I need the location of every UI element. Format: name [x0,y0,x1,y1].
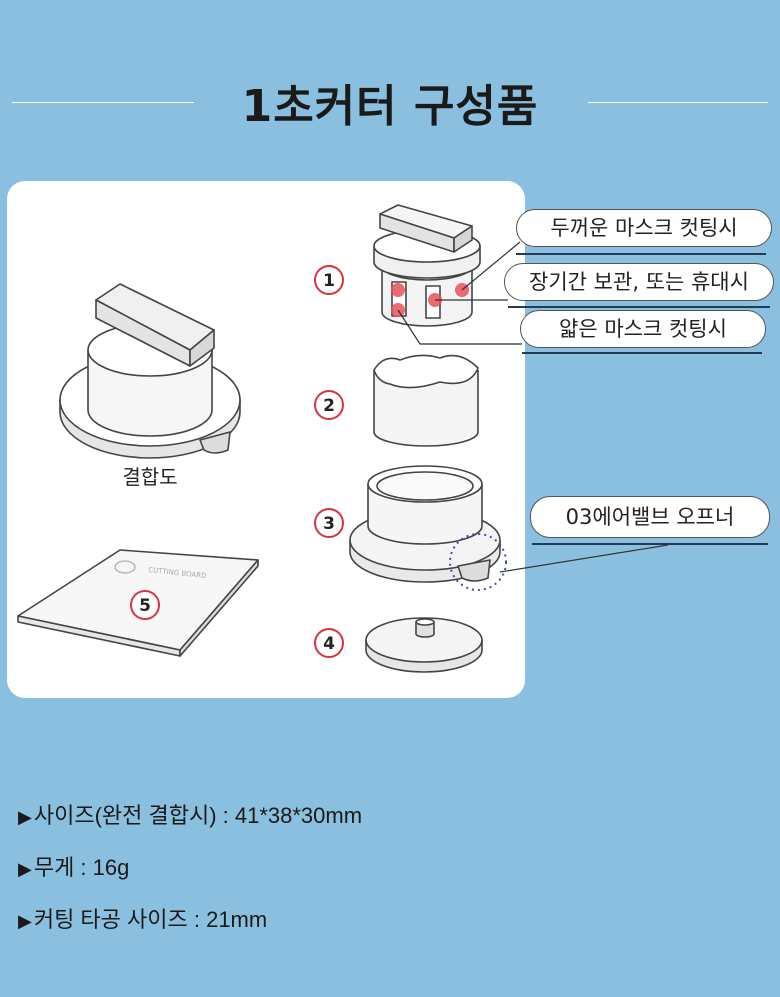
number-1: 1 [323,271,335,291]
number-badge-4 [314,628,344,658]
part-3-base-illustration [349,465,501,583]
callout-storage: 장기간 보관, 또는 휴대시 [504,263,774,301]
leader-line [461,241,521,291]
callout-valve-opener: 03에어밸브 오프너 [530,496,770,538]
leader-line [499,544,669,573]
spec-weight-text: 무게 : 16g [33,855,130,880]
leader-lines [397,241,669,573]
number-badge-5 [130,590,160,620]
valve-highlight-circle [449,533,507,591]
assembled-label: 결합도 [122,465,177,489]
spec-list: ▶사이즈(완전 결합시) : 41*38*30mm ▶무게 : 16g ▶커팅 … [18,798,362,954]
assembled-cutter-illustration [59,283,241,459]
title-row: 1초커터 구성품 [0,60,780,140]
number-badge-1 [314,265,344,295]
number-badge-2 [314,390,344,420]
triangle-bullet-icon: ▶ [18,911,32,931]
number-2: 2 [323,396,335,416]
page-title: 1초커터 구성품 [241,81,539,132]
callout-valve-underline [532,543,768,545]
part-2-sleeve-illustration [373,354,479,447]
callout-thick-underline [516,253,766,255]
title-divider-left [12,102,194,103]
callout-thin-underline [522,352,762,354]
part-1-cap-illustration [373,204,481,327]
number-5: 5 [139,596,151,616]
number-4: 4 [323,634,335,654]
spec-weight: ▶무게 : 16g [18,850,362,902]
part-4-plate-illustration [365,617,483,673]
number-badge-3 [314,508,344,538]
number-3: 3 [323,514,335,534]
title-divider-right [588,102,768,103]
spec-size: ▶사이즈(완전 결합시) : 41*38*30mm [18,798,362,850]
spec-size-text: 사이즈(완전 결합시) : 41*38*30mm [33,803,363,828]
marker-dot [391,283,405,297]
spec-hole-size: ▶커팅 타공 사이즈 : 21mm [18,902,362,954]
callout-thick-mask: 두꺼운 마스크 컷팅시 [516,209,772,247]
spec-hole-size-text: 커팅 타공 사이즈 : 21mm [33,907,268,932]
callout-storage-underline [508,306,770,308]
triangle-bullet-icon: ▶ [18,859,32,879]
triangle-bullet-icon: ▶ [18,807,32,827]
leader-line [397,309,522,345]
callout-thin-mask: 얇은 마스크 컷팅시 [520,310,766,348]
